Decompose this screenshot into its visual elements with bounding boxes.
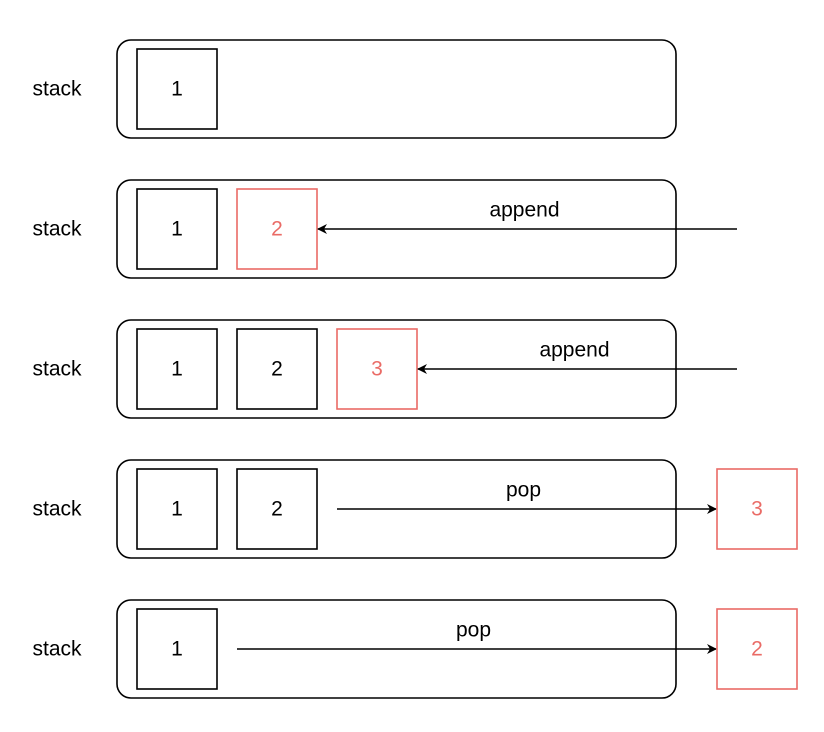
arrow-label: append	[489, 199, 559, 222]
row-label: stack	[32, 498, 82, 521]
stack-item-value: 3	[371, 358, 383, 381]
stack-item-value: 2	[271, 498, 283, 521]
arrow-label: pop	[506, 479, 541, 502]
popped-item-value: 3	[751, 498, 763, 521]
stack-item-value: 1	[171, 218, 183, 241]
stack-item-value: 1	[171, 498, 183, 521]
stack-item-box	[136, 608, 218, 690]
row-label: stack	[32, 78, 82, 101]
stack-item-value: 2	[271, 218, 283, 241]
row-label: stack	[32, 638, 82, 661]
stack-item-value: 1	[171, 638, 183, 661]
stack-item-box	[236, 468, 318, 550]
stack-item-box	[136, 188, 218, 270]
stack-row: stack 1 2 pop 3	[32, 459, 798, 559]
stack-item-value: 1	[171, 358, 183, 381]
stack-item-box	[136, 48, 218, 130]
stack-item-box	[136, 328, 218, 410]
stack-row: stack 1 2 3 append	[32, 319, 737, 419]
row-label: stack	[32, 218, 82, 241]
popped-item-value: 2	[751, 638, 763, 661]
arrow-label: append	[539, 339, 609, 362]
stack-row: stack 1 2 append	[32, 179, 737, 279]
stack-row: stack 1 pop 2	[32, 599, 798, 699]
stack-item-value: 2	[271, 358, 283, 381]
stack-item-box	[136, 468, 218, 550]
popped-item-box	[716, 468, 798, 550]
stack-container	[116, 39, 677, 139]
popped-item-box	[716, 608, 798, 690]
stack-row: stack 1	[32, 39, 677, 139]
stack-item-value: 1	[171, 78, 183, 101]
arrow-label: pop	[456, 619, 491, 642]
row-label: stack	[32, 358, 82, 381]
stack-item-box	[236, 328, 318, 410]
